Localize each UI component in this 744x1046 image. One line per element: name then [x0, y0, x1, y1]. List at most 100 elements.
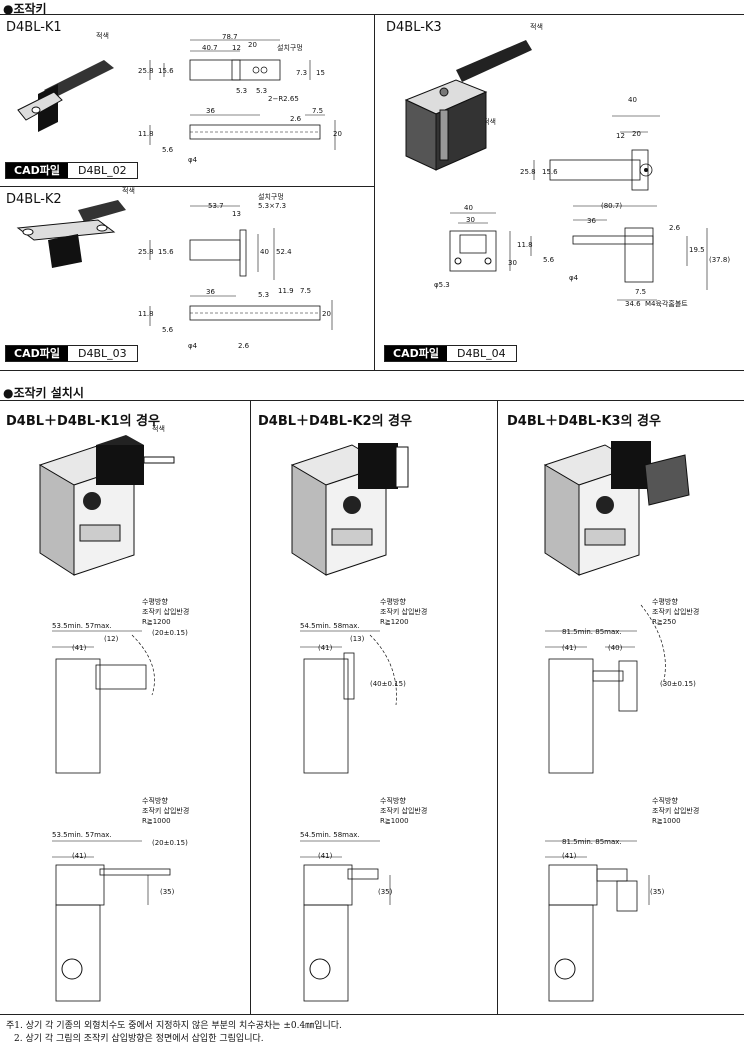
- k3-dim: 12: [616, 132, 625, 140]
- install-k3-h-block: 수평방향 조작키 삽입반경 R≧250: [652, 597, 699, 627]
- install-k3-h-dim: (41): [562, 644, 577, 652]
- install-k2-horizontal-drawing: [300, 630, 397, 774]
- k2-dim: 11.8: [138, 310, 154, 318]
- k1-dim: 12: [232, 44, 241, 52]
- k3-dim: 40: [464, 204, 473, 212]
- k2-title: D4BL-K2: [6, 192, 62, 207]
- cad-filename: D4BL_02: [77, 164, 127, 177]
- direction-label: 수평방향: [380, 598, 406, 606]
- k3-dim: 20: [632, 130, 641, 138]
- section-title-keys: ●조작키: [3, 2, 47, 16]
- install-k3-v-dim: (41): [562, 852, 577, 860]
- k2-cad-file: CAD파일 D4BL_03: [5, 345, 138, 362]
- install-k2-vertical-drawing: [300, 840, 391, 1002]
- k3-bolt-label: M4육각홈볼트: [645, 300, 688, 308]
- install-k2-title: D4BL＋D4BL-K2의 경우: [258, 414, 412, 429]
- k3-dim: (80.7): [601, 202, 622, 210]
- divider: [0, 370, 744, 371]
- install-k2-h-dim: 54.5min. 58max.: [300, 622, 360, 630]
- divider: [0, 400, 744, 401]
- k2-dim: 25.8: [138, 248, 154, 256]
- radius-label: 조작키 삽입반경: [380, 807, 428, 815]
- k3-dim: 15.6: [542, 168, 558, 176]
- k2-dim: 13: [232, 210, 241, 218]
- install-k1-title: D4BL＋D4BL-K1의 경우: [6, 414, 160, 429]
- k3-dim: 19.5: [689, 246, 705, 254]
- k2-hole-size: 5.3×7.3: [258, 202, 287, 210]
- k2-color-label: 적색: [122, 187, 135, 195]
- k1-dim: 2.6: [290, 115, 302, 123]
- install-k3-v-dim: (35): [650, 888, 665, 896]
- install-k3-v-dim: 81.5min. 85max.: [562, 838, 622, 846]
- k3-dim: 40: [628, 96, 637, 104]
- install-k1-horizontal-drawing: [52, 630, 155, 774]
- k2-dim: 52.4: [276, 248, 292, 256]
- install-k2-h-block: 수평방향 조작키 삽입반경 R≧1200: [380, 597, 427, 627]
- install-k3-vertical-drawing: [545, 840, 650, 1002]
- k3-dim: 5.6: [543, 256, 555, 264]
- k1-hole-label: 설치구멍: [277, 44, 303, 52]
- k2-dim: 36: [206, 288, 215, 296]
- radius-value: R≧1200: [380, 618, 409, 626]
- install-k1-h-block: 수평방향 조작키 삽입반경 R≧1200: [142, 597, 189, 627]
- k3-dim: 7.5: [635, 288, 646, 296]
- install-k1-v-dim: (41): [72, 852, 87, 860]
- cad-filename: D4BL_04: [456, 347, 506, 360]
- k1-dim: 11.8: [138, 130, 154, 138]
- k2-dim: 40: [260, 248, 269, 256]
- install-k2-v-block: 수직방향 조작키 삽입반경 R≧1000: [380, 796, 427, 826]
- install-k3-h-dim: 81.5min. 85max.: [562, 628, 622, 636]
- install-k1-h-dim: (41): [72, 644, 87, 652]
- install-k1-h-dim: (12): [104, 635, 119, 643]
- k3-color-label-top: 적색: [530, 23, 543, 31]
- radius-label: 조작키 삽입반경: [142, 608, 190, 616]
- k1-dim-total: 78.7: [222, 33, 238, 41]
- install-k1-h-dim: (20±0.15): [152, 629, 188, 637]
- radius-label: 조작키 삽입반경: [652, 608, 700, 616]
- k3-dim: 2.6: [669, 224, 681, 232]
- install-k2-v-dim: (35): [378, 888, 393, 896]
- k1-key-illustration: [17, 60, 114, 132]
- k1-dim: 5.3: [236, 87, 247, 95]
- radius-value: R≧250: [652, 618, 677, 626]
- k3-color-label-mid: 적색: [483, 118, 496, 126]
- radius-label: 조작키 삽입반경: [652, 807, 700, 815]
- radius-value: R≧1000: [380, 817, 409, 825]
- install-k1-v-dim: 53.5min. 57max.: [52, 831, 112, 839]
- cad-label: CAD파일: [6, 163, 68, 178]
- k3-key-illustration: [404, 40, 532, 171]
- k3-dim: (37.8): [709, 256, 730, 264]
- cad-label: CAD파일: [6, 346, 68, 361]
- k3-dim: 25.8: [520, 168, 536, 176]
- k1-dim: 40.7: [202, 44, 218, 52]
- switch-k1-illustration: [38, 435, 175, 576]
- radius-label: 조작키 삽입반경: [380, 608, 428, 616]
- install-k1-v-dim: (20±0.15): [152, 839, 188, 847]
- direction-label: 수평방향: [652, 598, 678, 606]
- k1-dim: 20: [333, 130, 342, 138]
- install-k1-vertical-drawing: [52, 840, 171, 1002]
- k3-dim: 11.8: [517, 241, 533, 249]
- radius-value: R≧1000: [142, 817, 171, 825]
- install-k1-v-dim: (35): [160, 888, 175, 896]
- install-k2-h-dim: (41): [318, 644, 333, 652]
- k3-dim: 34.6: [625, 300, 641, 308]
- k2-dim: 15.6: [158, 248, 174, 256]
- divider: [374, 14, 375, 370]
- k1-dim: 5.6: [162, 146, 174, 154]
- k3-drawing-top: 40 12 20 25.8 15.6: [520, 96, 660, 191]
- install-k1-h-dim: 53.5min. 57max.: [52, 622, 112, 630]
- direction-label: 수평방향: [142, 598, 168, 606]
- k1-title: D4BL-K1: [6, 20, 62, 35]
- cad-label: CAD파일: [385, 346, 447, 361]
- switch-k3-illustration: [543, 441, 690, 576]
- k1-cad-file: CAD파일 D4BL_02: [5, 162, 138, 179]
- divider: [497, 400, 498, 1014]
- k1-dim: 7.5: [312, 107, 323, 115]
- k1-dim: φ4: [188, 156, 198, 164]
- k1-dim: 2−R2.65: [268, 95, 299, 103]
- k3-dim: 30: [466, 216, 475, 224]
- k2-dim: 5.6: [162, 326, 174, 334]
- k1-dim: 36: [206, 107, 215, 115]
- install-k2-h-dim: (13): [350, 635, 365, 643]
